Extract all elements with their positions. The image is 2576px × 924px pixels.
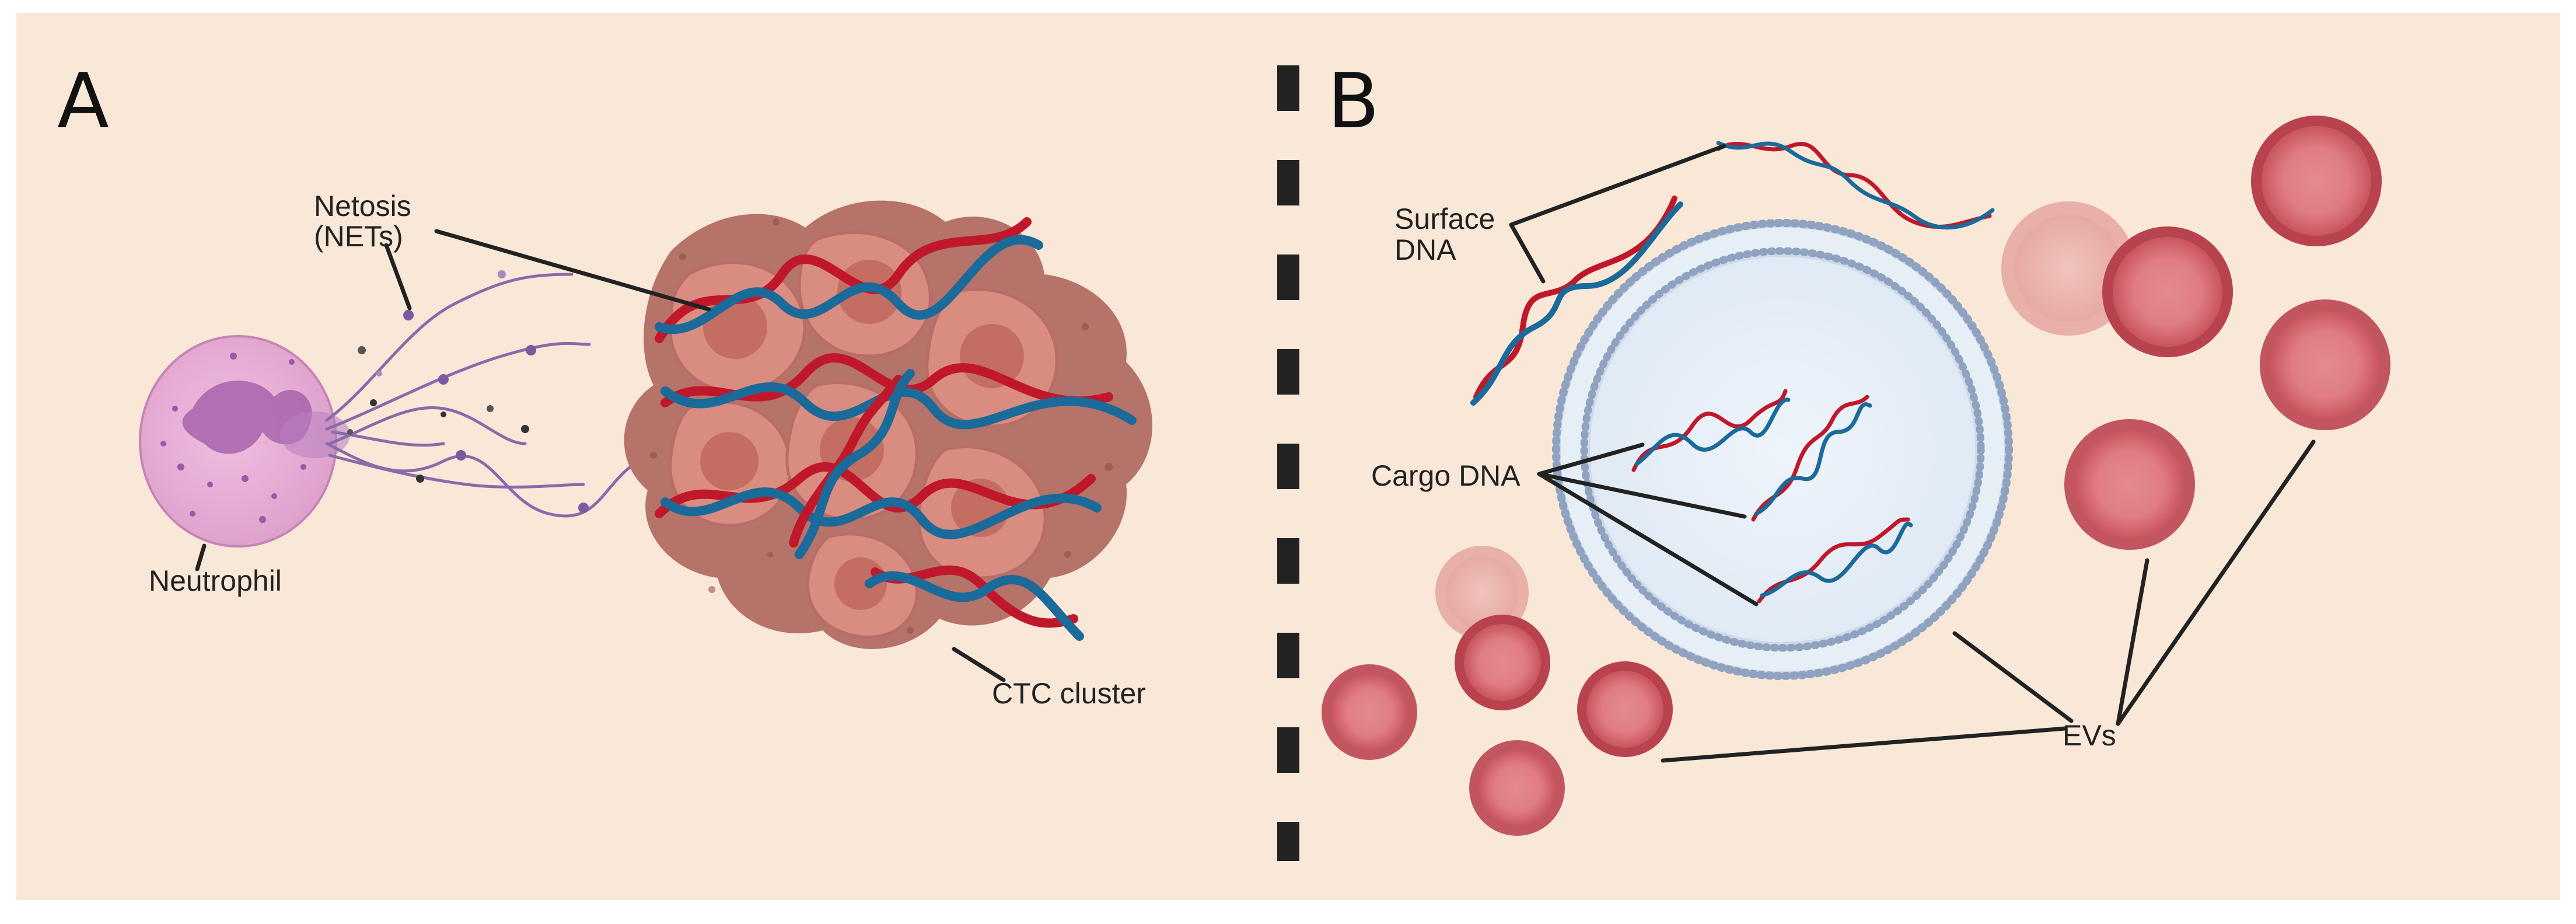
neutrophil-leader bbox=[195, 543, 207, 571]
panel-a-letter: A bbox=[57, 57, 109, 145]
net-fibers bbox=[325, 273, 632, 518]
netosis-leader-1 bbox=[384, 243, 412, 311]
evs-leader-4 bbox=[2116, 440, 2316, 726]
neutrophil-label: Neutrophil bbox=[149, 564, 282, 597]
cargo-dna-strands bbox=[1631, 389, 1913, 604]
ev-8 bbox=[1469, 740, 1565, 836]
ev-5 bbox=[1455, 615, 1550, 710]
net-particles bbox=[347, 270, 589, 513]
cargo-dna-label: Cargo DNA bbox=[1371, 459, 1521, 492]
cargo-dna-leader-2 bbox=[1537, 472, 1747, 519]
ev-1 bbox=[2251, 116, 2382, 246]
neutrophil-nucleus bbox=[182, 381, 312, 454]
ev-pale-right bbox=[2001, 201, 2135, 336]
evs-leader-1 bbox=[1952, 631, 2074, 723]
ctc-cluster-leader bbox=[952, 647, 1006, 682]
evs-leader-3 bbox=[2116, 558, 2149, 726]
ctc-dna-strands bbox=[655, 217, 1137, 641]
ev-2 bbox=[2102, 226, 2233, 357]
cargo-dna-leader-3 bbox=[1537, 472, 1759, 606]
ev-3 bbox=[2260, 299, 2390, 430]
surface-dna-label-line2: DNA bbox=[1394, 233, 1456, 266]
panel-b-letter: B bbox=[1327, 57, 1379, 145]
surface-dna-label-line1: Surface bbox=[1394, 203, 1495, 235]
ev-4 bbox=[2064, 419, 2195, 550]
netosis-label-line2: (NETs) bbox=[314, 220, 403, 253]
ev-particles bbox=[1322, 116, 2390, 836]
ctc-cluster-label: CTC cluster bbox=[992, 677, 1146, 710]
surface-dna-leader-2 bbox=[1509, 222, 1546, 284]
evs-label: EVs bbox=[2063, 719, 2116, 752]
surface-dna-strands bbox=[1470, 141, 1995, 406]
ev-7 bbox=[1577, 661, 1673, 757]
surface-dna-leader-1 bbox=[1509, 144, 1726, 227]
ev-6 bbox=[1322, 664, 1417, 760]
extracellular-vesicle bbox=[1552, 219, 2013, 680]
netosis-leader-2 bbox=[434, 229, 711, 312]
cargo-dna-leader-1 bbox=[1537, 442, 1645, 476]
netosis-label-line1: Netosis bbox=[314, 190, 411, 222]
evs-leader-2 bbox=[1661, 726, 2068, 763]
